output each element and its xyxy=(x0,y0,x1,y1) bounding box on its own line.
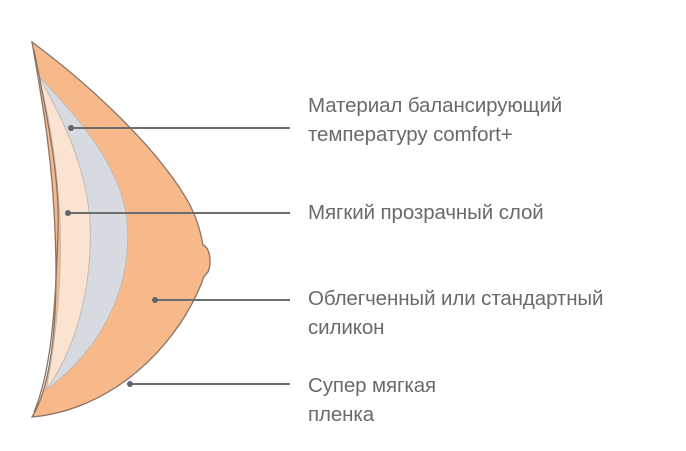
inner-edge xyxy=(33,49,59,413)
callout-line: силикон xyxy=(308,316,385,339)
callout-line: Материал балансирующий xyxy=(308,94,563,117)
leader-line-film xyxy=(127,381,290,387)
callout-line: Мягкий прозрачный слой xyxy=(308,201,544,224)
leader-line-comfort xyxy=(68,125,290,131)
leader-line-clear-layer xyxy=(65,210,290,216)
callout-line: температуру comfort+ xyxy=(308,123,513,146)
callout-super-soft-film: Супер мягкая пленка xyxy=(308,371,436,429)
callout-comfort-material: Материал балансирующий температуру comfo… xyxy=(308,91,562,149)
leader-line-silicone xyxy=(152,297,290,303)
callout-soft-clear-layer: Мягкий прозрачный слой xyxy=(308,198,544,227)
soft-clear-layer-shape xyxy=(37,74,91,391)
callout-line: пленка xyxy=(308,403,375,426)
callout-line: Супер мягкая xyxy=(308,374,437,397)
callout-silicone: Облегченный или стандартный силикон xyxy=(308,284,604,342)
callout-line: Облегченный или стандартный xyxy=(308,287,604,310)
